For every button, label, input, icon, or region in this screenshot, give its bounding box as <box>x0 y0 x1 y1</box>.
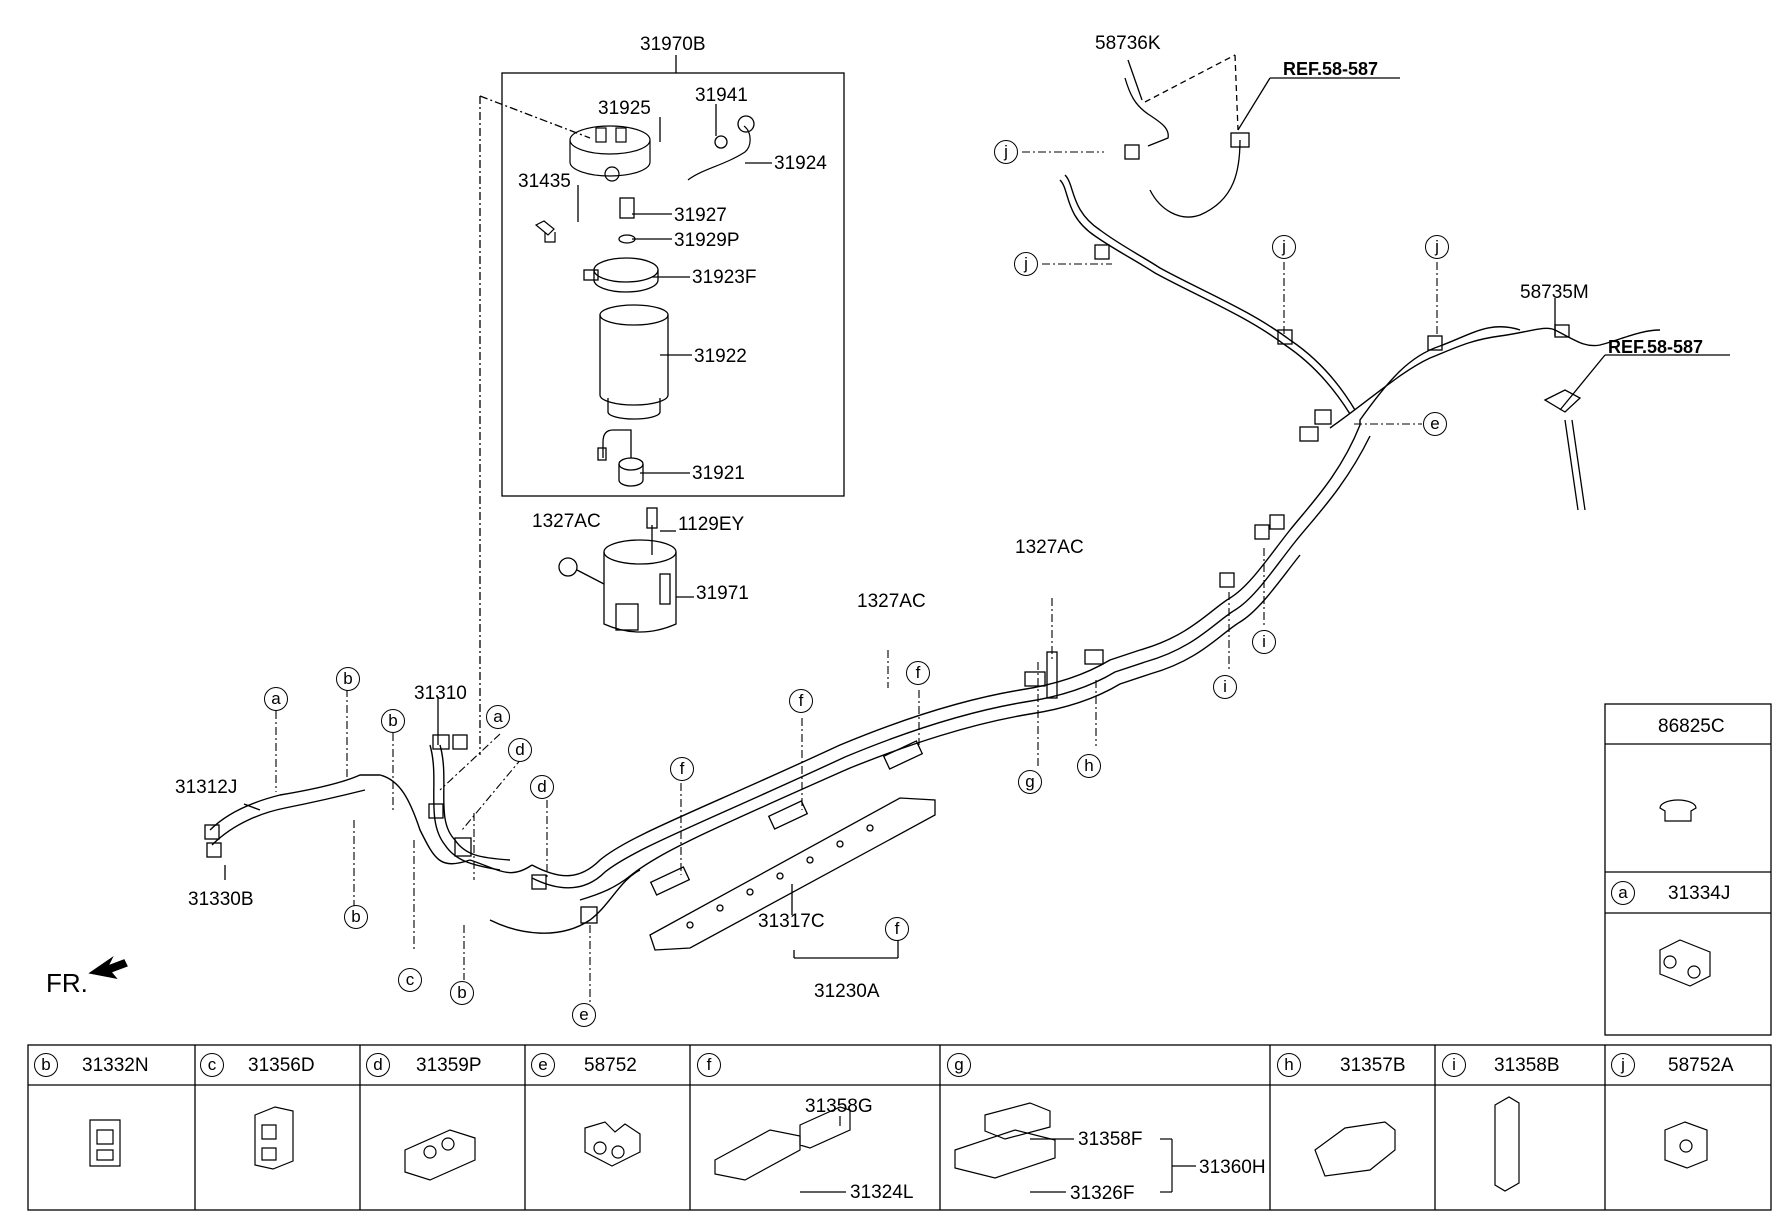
part-31330B[interactable]: 31330B <box>188 889 254 910</box>
callout-j-3[interactable]: j <box>1272 235 1296 259</box>
part-31435[interactable]: 31435 <box>518 171 571 192</box>
part-58735M[interactable]: 58735M <box>1520 282 1589 303</box>
callout-j-2[interactable]: j <box>1014 252 1038 276</box>
legend-31356D[interactable]: 31356D <box>248 1055 315 1076</box>
legend-h-letter: h <box>1277 1053 1301 1077</box>
part-1327AC-middle[interactable]: 1327AC <box>857 591 926 612</box>
legend-d-letter: d <box>366 1053 390 1077</box>
callout-c[interactable]: c <box>398 968 422 992</box>
legend-f-letter: f <box>697 1053 721 1077</box>
legend-i-letter: i <box>1442 1053 1466 1077</box>
callout-g[interactable]: g <box>1018 770 1042 794</box>
callout-b-3[interactable]: b <box>344 905 368 929</box>
front-label: FR. <box>46 968 88 998</box>
legend-b-letter: b <box>34 1053 58 1077</box>
part-31922[interactable]: 31922 <box>694 346 747 367</box>
part-31929P[interactable]: 31929P <box>674 230 740 251</box>
part-31310[interactable]: 31310 <box>414 683 467 704</box>
legend-c-letter: c <box>200 1053 224 1077</box>
filter-head <box>569 125 651 182</box>
return-lines <box>1059 174 1661 429</box>
part-31925[interactable]: 31925 <box>598 98 651 119</box>
part-31941[interactable]: 31941 <box>695 85 748 106</box>
filter-bracket <box>558 507 677 633</box>
part-31970B[interactable]: 31970B <box>640 34 706 55</box>
part-31317C[interactable]: 31317C <box>758 911 825 932</box>
legend-31358B[interactable]: 31358B <box>1494 1055 1560 1076</box>
bracket-rail <box>649 797 936 951</box>
legend-31357B[interactable]: 31357B <box>1340 1055 1406 1076</box>
legend-icons <box>89 799 1711 1192</box>
callout-f-2[interactable]: f <box>789 689 813 713</box>
part-31924[interactable]: 31924 <box>774 153 827 174</box>
legend-31359P[interactable]: 31359P <box>416 1055 482 1076</box>
part-1327AC-filter[interactable]: 1327AC <box>532 511 601 532</box>
filter-canister <box>599 304 669 420</box>
part-31971[interactable]: 31971 <box>696 583 749 604</box>
legend-86825C[interactable]: 86825C <box>1658 716 1725 737</box>
legend-e-letter: e <box>531 1053 555 1077</box>
legend-58752A[interactable]: 58752A <box>1668 1055 1734 1076</box>
front-arrow <box>88 956 128 979</box>
callout-h[interactable]: h <box>1077 754 1101 778</box>
callout-i-2[interactable]: i <box>1252 630 1276 654</box>
callout-i-1[interactable]: i <box>1213 675 1237 699</box>
legend-j-letter: j <box>1611 1053 1635 1077</box>
part-1129EY[interactable]: 1129EY <box>678 514 745 535</box>
callout-f-3[interactable]: f <box>906 661 930 685</box>
callout-d-1[interactable]: d <box>508 738 532 762</box>
legend-58752[interactable]: 58752 <box>584 1055 637 1076</box>
callout-b-4[interactable]: b <box>450 981 474 1005</box>
legend-31358F[interactable]: 31358F <box>1078 1129 1143 1150</box>
part-31927[interactable]: 31927 <box>674 205 727 226</box>
callout-f-4[interactable]: f <box>885 917 909 941</box>
filter-assembly-box <box>501 72 845 497</box>
water-sensor <box>597 429 644 487</box>
callout-a-1[interactable]: a <box>264 687 288 711</box>
callout-e-2[interactable]: e <box>1423 412 1447 436</box>
part-58736K[interactable]: 58736K <box>1095 33 1161 54</box>
callout-j-1[interactable]: j <box>994 140 1018 164</box>
part-1327AC-right[interactable]: 1327AC <box>1015 537 1084 558</box>
legend-31324L[interactable]: 31324L <box>850 1182 914 1203</box>
callout-e-1[interactable]: e <box>572 1003 596 1027</box>
callout-j-4[interactable]: j <box>1425 235 1449 259</box>
callout-b-1[interactable]: b <box>336 667 360 691</box>
ref-label-right[interactable]: REF.58-587 <box>1608 337 1704 357</box>
part-31921[interactable]: 31921 <box>692 463 745 484</box>
callout-a-2[interactable]: a <box>486 705 510 729</box>
part-31230A[interactable]: 31230A <box>814 981 880 1002</box>
legend-table-lines <box>27 703 1772 1211</box>
part-31923F[interactable]: 31923F <box>692 267 757 288</box>
legend-g-letter: g <box>947 1053 971 1077</box>
legend-31332N[interactable]: 31332N <box>82 1055 149 1076</box>
callout-f-1[interactable]: f <box>670 757 694 781</box>
ref-label-top[interactable]: REF.58-587 <box>1283 59 1379 79</box>
legend-31360H[interactable]: 31360H <box>1199 1157 1266 1178</box>
legend-31334J[interactable]: 31334J <box>1668 883 1731 904</box>
filter-top <box>583 257 659 293</box>
callout-d-2[interactable]: d <box>530 775 554 799</box>
sensor-hose <box>687 125 751 181</box>
part-31312J[interactable]: 31312J <box>175 777 238 798</box>
main-fuel-lines <box>531 326 1521 901</box>
callout-b-2[interactable]: b <box>381 709 405 733</box>
front-lines <box>209 744 641 934</box>
legend-31326F[interactable]: 31326F <box>1070 1183 1135 1204</box>
legend-a-letter: a <box>1611 881 1635 905</box>
legend-31358G[interactable]: 31358G <box>805 1096 873 1117</box>
